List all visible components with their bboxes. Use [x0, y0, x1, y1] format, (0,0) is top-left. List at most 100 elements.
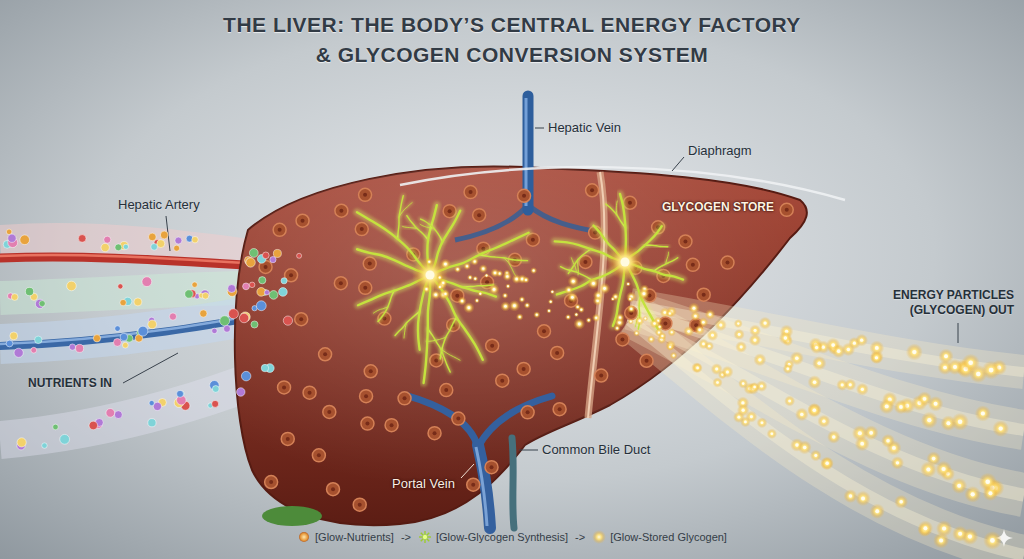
- cell-nucleus: [702, 293, 706, 297]
- particle-core: [469, 276, 471, 278]
- network-glow: [480, 255, 528, 261]
- leader-line: [461, 464, 474, 478]
- nutrient-particle: [256, 301, 266, 311]
- glycogen-particle: [524, 302, 531, 309]
- glycogen-particle: [683, 326, 694, 337]
- glycogen-particle: [440, 258, 451, 269]
- particle-core: [504, 305, 507, 308]
- particle-core: [771, 432, 774, 435]
- legend-icon: [418, 530, 432, 544]
- hepatocyte: [496, 374, 509, 387]
- particle-core: [719, 324, 722, 327]
- cell-nucleus: [590, 188, 594, 192]
- hepatocyte: [385, 419, 398, 432]
- nutrient-particle: [148, 233, 156, 241]
- particle-core: [669, 312, 671, 314]
- glycogen-particle: [568, 276, 579, 287]
- particle-core: [886, 439, 889, 442]
- cell-nucleus: [282, 385, 286, 389]
- particle-core: [479, 293, 481, 295]
- hepatocyte: [359, 281, 372, 294]
- hepatocyte: [335, 204, 348, 217]
- glycogen-particle: [614, 325, 621, 332]
- glycogen-particle: [842, 343, 856, 357]
- glycogen-particle: [852, 425, 868, 441]
- particle-core: [934, 402, 938, 406]
- particle-core: [627, 283, 629, 285]
- leader-line: [535, 128, 544, 129]
- particle-core: [636, 332, 638, 334]
- particle-core: [708, 345, 710, 347]
- glycogen-particle: [666, 306, 677, 317]
- hepatocyte: [518, 189, 531, 202]
- nutrient-particle: [202, 292, 209, 299]
- particle-core: [702, 343, 705, 346]
- particle-core: [832, 435, 835, 438]
- particle-core: [981, 411, 985, 415]
- nutrient-particle: [60, 434, 70, 444]
- glycogen-particle: [979, 473, 997, 491]
- vessel-label: Hepatic Artery: [118, 197, 200, 213]
- legend: [Glow-Nutrients]->[Glow-Glycogen Synthes…: [0, 530, 1024, 544]
- glycogen-particle: [721, 366, 733, 378]
- glycogen-particle: [467, 274, 473, 280]
- nutrient-particle: [17, 438, 26, 447]
- particle-core: [912, 350, 916, 354]
- nutrient-particle: [283, 316, 292, 325]
- particle-core: [742, 382, 745, 385]
- legend-arrow: ->: [575, 531, 585, 543]
- particle-core: [946, 421, 950, 425]
- leader-line: [519, 450, 538, 451]
- glycogen-particle: [879, 399, 895, 415]
- cell-nucleus: [469, 190, 473, 194]
- particle-core: [847, 348, 850, 351]
- glycogen-particle: [891, 456, 904, 469]
- cell-nucleus: [555, 351, 559, 355]
- glycogen-particle: [749, 334, 761, 346]
- glycogen-particle: [422, 285, 430, 293]
- structure-label: Diaphragm: [688, 143, 752, 159]
- cell-nucleus: [269, 480, 273, 484]
- cell-nucleus: [327, 410, 331, 414]
- synthesis-glow: [607, 244, 643, 280]
- glycogen-particle: [715, 319, 727, 331]
- vessel-label: Portal Vein: [392, 476, 455, 492]
- glycogen-particle: [951, 478, 967, 494]
- glycogen-particle: [817, 415, 830, 428]
- hepatocyte: [303, 386, 316, 399]
- nutrient-particle: [104, 236, 111, 243]
- nutrient-particle: [20, 235, 30, 245]
- particle-core: [738, 333, 741, 336]
- hepatocyte: [473, 209, 486, 222]
- cell-nucleus: [448, 209, 452, 213]
- nutrient-particle: [120, 333, 128, 341]
- legend-text: [Glow-Nutrients]: [315, 531, 394, 543]
- particle-core: [760, 385, 763, 388]
- network-branch: [568, 249, 590, 273]
- particle-core: [932, 457, 936, 461]
- nutrient-particle: [151, 244, 158, 251]
- hepatocyte: [616, 333, 629, 346]
- particle-core: [548, 310, 550, 312]
- nutrient-particle: [246, 258, 255, 267]
- glycogen-particle: [694, 324, 705, 335]
- glycogen-particle: [964, 486, 981, 503]
- cell-nucleus: [369, 369, 373, 373]
- glycogen-particle: [917, 391, 932, 406]
- particle-core: [787, 368, 790, 371]
- cell-nucleus: [456, 417, 460, 421]
- cell-nucleus: [726, 261, 730, 265]
- hepatocyte: [697, 288, 710, 301]
- particle-core: [813, 409, 817, 413]
- network-glow: [398, 196, 404, 239]
- glycogen-particle: [490, 268, 499, 277]
- particle-core: [439, 277, 441, 279]
- glycogen-particle: [503, 272, 512, 281]
- particle-core: [466, 265, 468, 267]
- glycogen-particle: [463, 302, 474, 313]
- hepatocyte: [273, 223, 286, 236]
- glycogen-particle: [747, 383, 759, 395]
- particle-core: [493, 288, 496, 291]
- nutrient-particle: [14, 348, 23, 357]
